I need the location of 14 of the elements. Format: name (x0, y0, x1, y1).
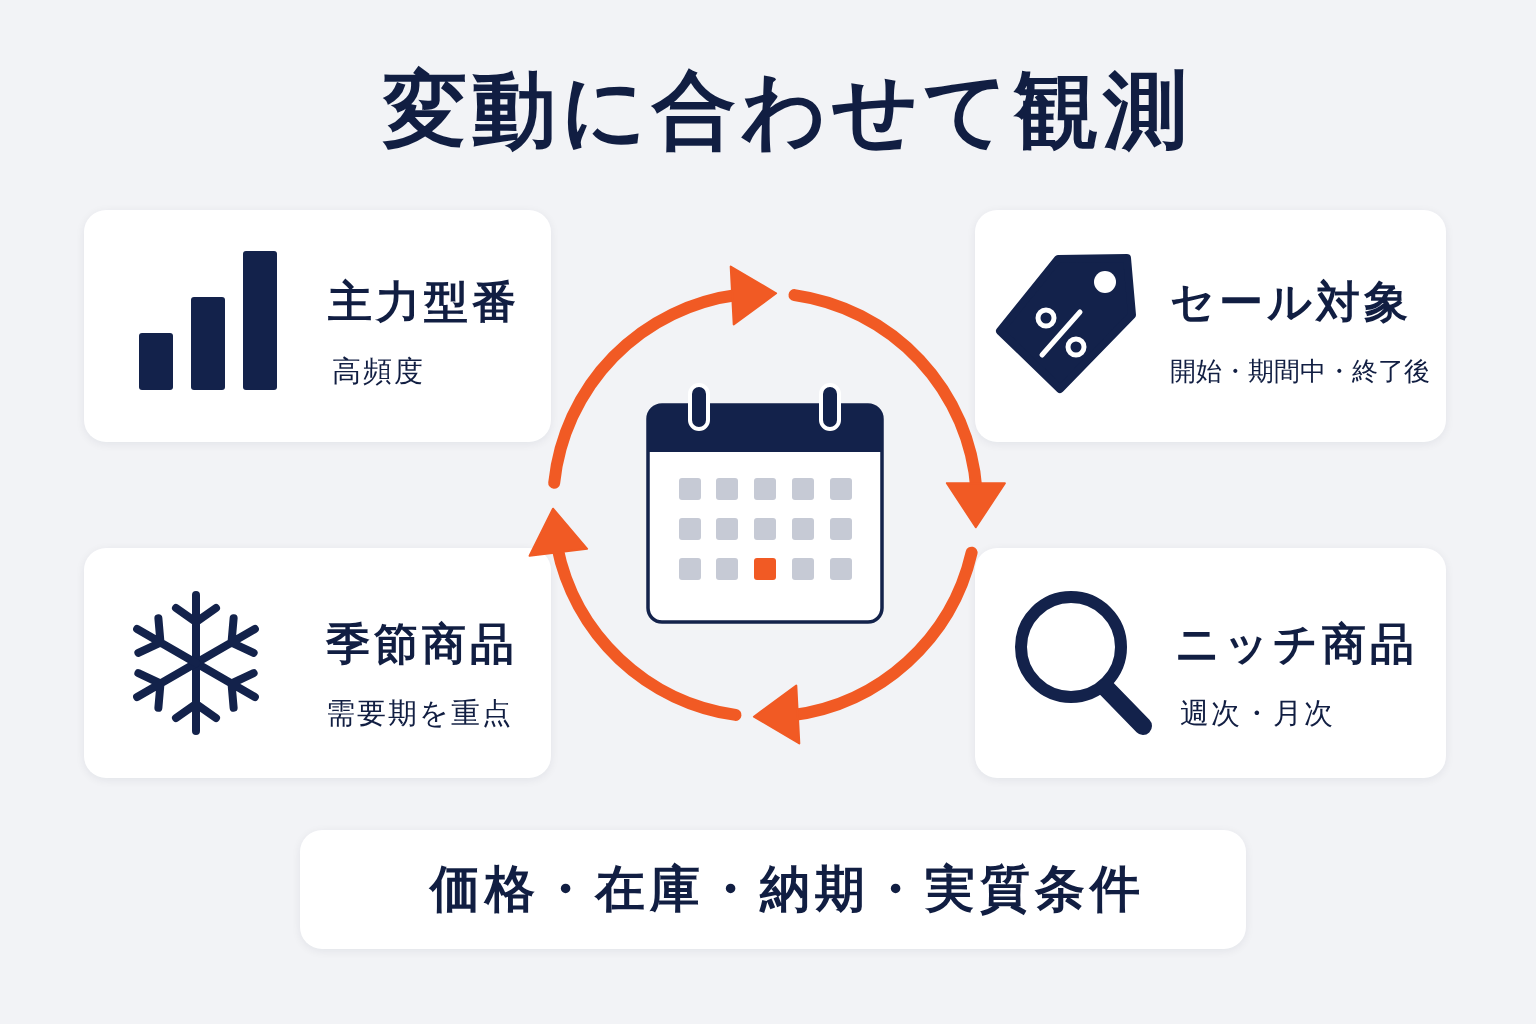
category-card (975, 548, 1446, 778)
category-card (84, 548, 551, 778)
card-subtitle: 週次・月次 (1180, 696, 1335, 731)
title: 変動に合わせて観測 (382, 60, 1192, 161)
card-heading: 主力型番 (328, 276, 520, 329)
category-card (84, 210, 551, 442)
card-heading: セール対象 (1170, 276, 1412, 329)
card-heading: ニッチ商品 (1175, 618, 1418, 671)
card-subtitle: 高頻度 (332, 354, 425, 389)
summary-banner: 価格・在庫・納期・実質条件 (300, 830, 1246, 949)
card-heading: 季節商品 (326, 618, 518, 671)
card-subtitle: 需要期を重点 (326, 696, 513, 731)
card-subtitle: 開始・期間中・終了後 (1170, 356, 1430, 388)
category-card (975, 210, 1446, 442)
